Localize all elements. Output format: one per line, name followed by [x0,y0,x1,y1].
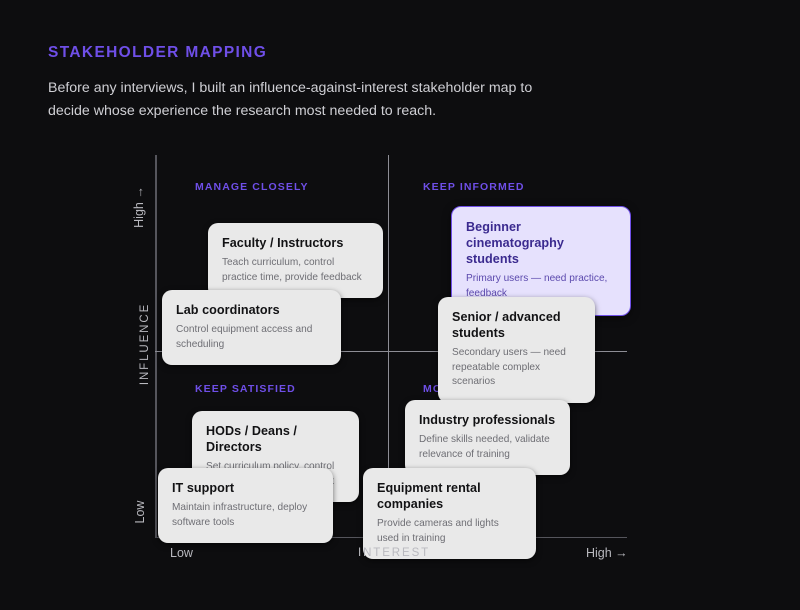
quadrant-label-manage-closely: MANAGE CLOSELY [195,181,309,193]
stakeholder-card-equipment-rental-companies[interactable]: Equipment rental companies Provide camer… [363,468,536,560]
header: STAKEHOLDER MAPPING Before any interview… [48,44,648,123]
x-axis-high-label: High → [586,546,628,560]
quadrant-divider-horizontal [155,351,627,353]
x-axis-low-label: Low [170,546,193,560]
y-axis-low-label: Low [133,500,147,524]
card-title: HODs / Deans / Directors [206,424,297,455]
y-axis-title: INFLUENCE [139,302,151,386]
quadrant-divider-vertical [388,155,390,538]
card-title: Beginner cinematography students [466,220,564,267]
quadrant-label-keep-satisfied: KEEP SATISFIED [195,383,296,395]
quadrant-label-keep-informed: KEEP INFORMED [423,181,525,193]
card-title: Industry professionals [419,413,556,427]
card-title: Faculty / Instructors [222,236,344,250]
card-description: Teach curriculum, control practice time,… [222,257,362,283]
stakeholder-card-faculty-instructors[interactable]: Faculty / Instructors Teach curriculum, … [208,223,383,299]
card-description: Control equipment access and scheduling [176,324,313,350]
card-description: Maintain infrastructure, deploy software… [172,502,308,528]
y-axis-high-label: High → [132,186,146,228]
stakeholder-matrix: MANAGE CLOSELY KEEP INFORMED KEEP SATISF… [155,155,631,560]
card-description: Primary users — need practice, feedback [466,273,608,299]
card-description: Provide cameras and lights used in train… [377,518,499,544]
card-title: Lab coordinators [176,303,280,317]
card-title: IT support [172,481,235,495]
page-description: Before any interviews, I built an influe… [48,80,533,120]
y-axis-line [155,155,157,538]
stakeholder-card-industry-professionals[interactable]: Industry professionals Define skills nee… [405,400,570,476]
page-title: STAKEHOLDER MAPPING [48,44,268,61]
card-description: Define skills needed, validate relevance… [419,434,550,460]
card-title: Senior / advanced students [452,310,561,341]
stakeholder-card-senior-advanced-students[interactable]: Senior / advanced students Secondary use… [438,297,595,404]
card-title: Equipment rental companies [377,481,481,512]
stakeholder-card-it-support[interactable]: IT support Maintain infrastructure, depl… [158,468,333,544]
stakeholder-card-lab-coordinators[interactable]: Lab coordinators Control equipment acces… [162,290,341,366]
x-axis-title: INTEREST [358,547,431,559]
card-description: Secondary users — need repeatable comple… [452,347,566,388]
